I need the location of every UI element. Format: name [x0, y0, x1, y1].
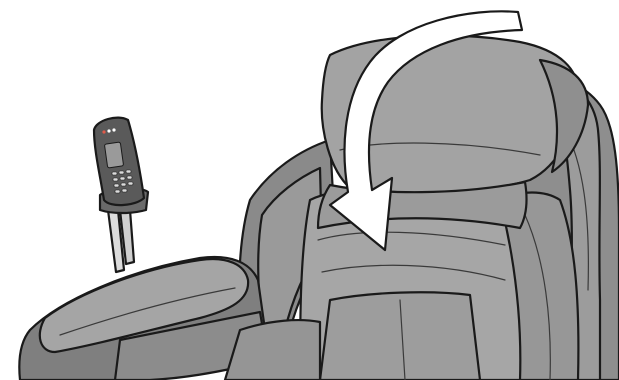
remote-screen — [104, 142, 123, 168]
remote-led-3 — [112, 128, 115, 131]
remote-control-icon — [94, 118, 148, 272]
remote-led-2 — [107, 129, 110, 132]
remote-led-1 — [102, 130, 105, 133]
